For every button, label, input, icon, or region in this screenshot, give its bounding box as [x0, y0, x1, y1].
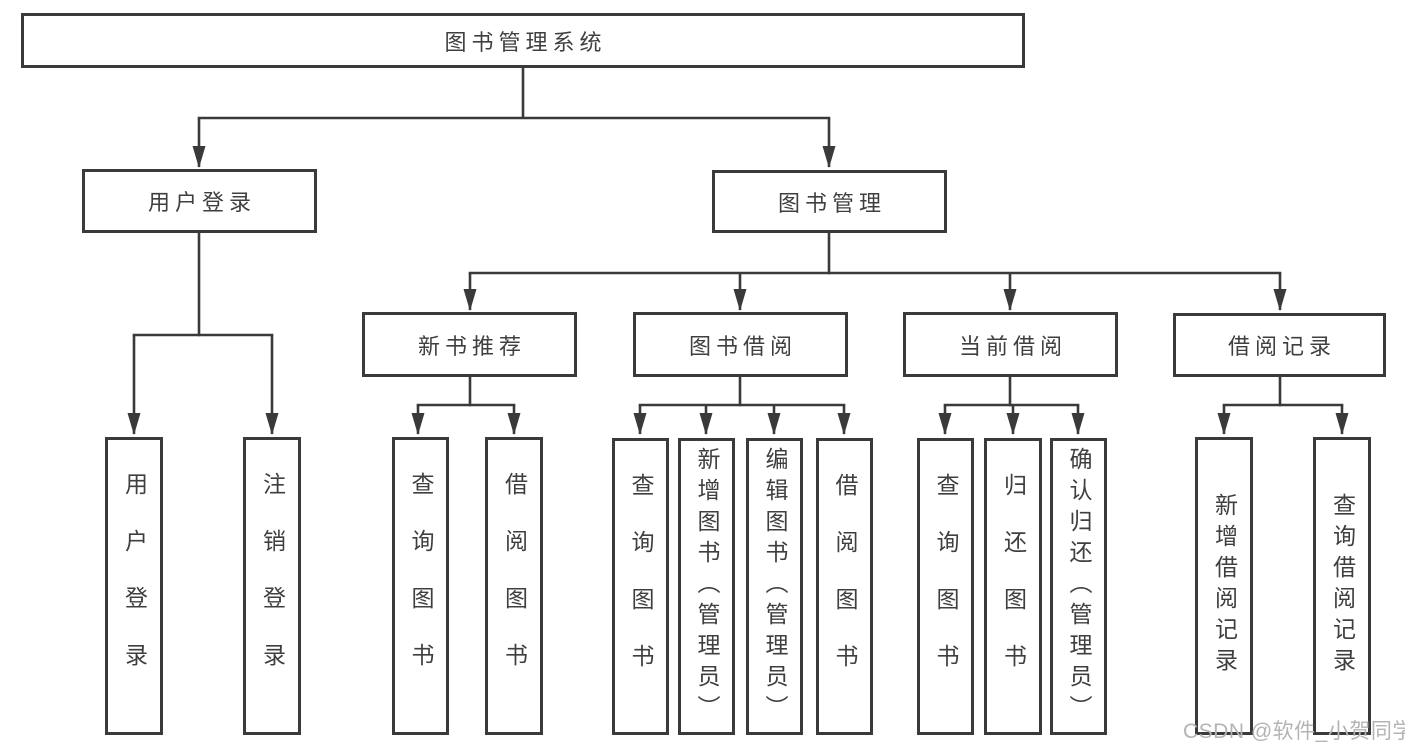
node-borrowing-records-label: 借阅记录: [1227, 334, 1336, 359]
leaf-query-books-borrow-label: 查询图书: [628, 472, 654, 701]
leaf-query-books-recommend: 查询图书: [392, 437, 449, 735]
node-root-label: 图书管理系统: [444, 29, 607, 55]
leaf-add-borrow-record: 新增借阅记录: [1195, 437, 1253, 735]
node-new-book-recommend-label: 新书推荐: [417, 333, 526, 359]
node-book-management: 图书管理: [712, 170, 947, 233]
leaf-borrow-books-recommend: 借阅图书: [485, 437, 543, 735]
leaf-confirm-return-admin-label: 确认归还（管理员）: [1066, 447, 1092, 726]
leaf-add-borrow-record-label: 新增借阅记录: [1211, 493, 1238, 679]
leaf-query-books-recommend-label: 查询图书: [408, 472, 434, 700]
node-book-borrowing: 图书借阅: [633, 312, 848, 377]
leaf-edit-book-admin: 编辑图书（管理员）: [746, 438, 803, 735]
leaf-query-books-borrow: 查询图书: [612, 438, 669, 735]
leaf-query-books-current-label: 查询图书: [933, 472, 959, 701]
leaf-borrow-books-label: 借阅图书: [832, 472, 858, 701]
leaf-query-books-current: 查询图书: [917, 438, 974, 735]
leaf-query-borrow-record-label: 查询借阅记录: [1329, 493, 1356, 679]
node-current-borrowing-label: 当前借阅: [958, 333, 1067, 359]
node-root: 图书管理系统: [21, 13, 1025, 68]
leaf-return-books-label: 归还图书: [1000, 472, 1027, 701]
leaf-user-login: 用户登录: [105, 437, 163, 735]
node-new-book-recommend: 新书推荐: [362, 312, 577, 377]
leaf-logout: 注销登录: [243, 437, 301, 735]
leaf-return-books: 归还图书: [984, 438, 1042, 735]
leaf-edit-book-admin-label: 编辑图书（管理员）: [762, 447, 788, 726]
node-book-borrowing-label: 图书借阅: [688, 333, 797, 359]
leaf-add-book-admin-label: 新增图书（管理员）: [694, 447, 720, 726]
node-user-login: 用户登录: [82, 169, 317, 233]
leaf-query-borrow-record: 查询借阅记录: [1313, 437, 1371, 735]
watermark-text: CSDN @软件_小贺同学: [1183, 720, 1405, 743]
leaf-add-book-admin: 新增图书（管理员）: [678, 438, 735, 735]
leaf-logout-label: 注销登录: [259, 472, 286, 700]
leaf-confirm-return-admin: 确认归还（管理员）: [1050, 438, 1107, 735]
node-book-management-label: 图书管理: [777, 190, 886, 216]
node-user-login-label: 用户登录: [147, 190, 256, 215]
node-current-borrowing: 当前借阅: [903, 312, 1118, 377]
node-borrowing-records: 借阅记录: [1173, 313, 1386, 377]
leaf-borrow-books: 借阅图书: [816, 438, 873, 735]
leaf-user-login-label: 用户登录: [121, 472, 148, 700]
leaf-borrow-books-recommend-label: 借阅图书: [501, 472, 528, 700]
